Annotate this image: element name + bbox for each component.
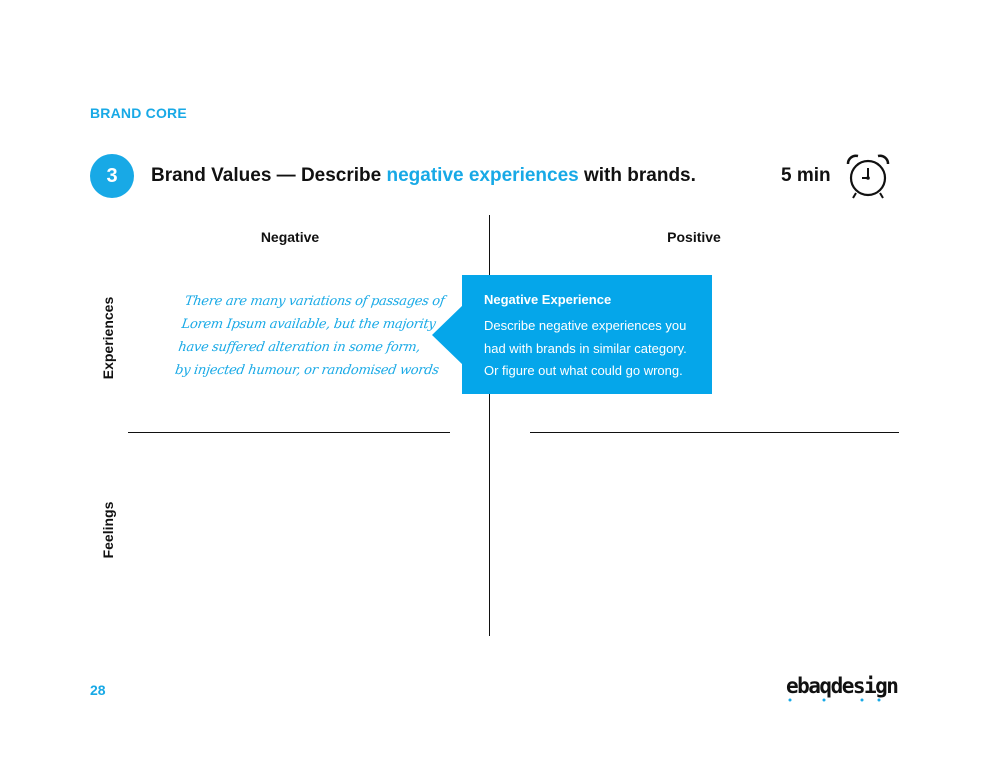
- duration-label: 5 min: [781, 165, 831, 186]
- note-line: have suffered alteration in some form,: [177, 340, 422, 355]
- title-suffix: with brands.: [578, 165, 696, 186]
- ebaqdesign-logo: ebaqdesign: [786, 674, 899, 702]
- column-header-negative: Negative: [260, 229, 320, 245]
- callout-line: had with brands in similar category.: [484, 340, 687, 356]
- alarm-clock-icon: [846, 154, 890, 199]
- page-number: 28: [90, 682, 106, 698]
- note-line: by injected humour, or randomised words: [174, 363, 440, 378]
- column-header-positive: Positive: [667, 229, 721, 245]
- horizontal-divider-left: [128, 432, 450, 433]
- callout-line: Or figure out what could go wrong.: [484, 363, 683, 378]
- callout-line: Describe negative experiences you: [484, 318, 687, 333]
- row-header-experiences: Experiences: [100, 296, 116, 380]
- logo-wordmark: ebaqdesign: [786, 674, 897, 698]
- callout-body: Describe negative experiences you had wi…: [484, 315, 692, 383]
- callout-box: Negative Experience Describe negative ex…: [432, 275, 712, 394]
- handwritten-note: There are many variations of passages of…: [174, 290, 446, 382]
- title-prefix: Brand Values — Describe: [151, 165, 387, 186]
- vertical-divider: [489, 215, 490, 636]
- step-number-badge: 3: [90, 154, 134, 198]
- row-header-feelings: Feelings: [100, 501, 116, 559]
- section-label: BRAND CORE: [90, 105, 187, 121]
- horizontal-divider-right: [530, 432, 899, 433]
- note-line: Lorem Ipsum available, but the majority: [180, 317, 437, 332]
- callout-title: Negative Experience: [484, 292, 612, 307]
- title-highlight: negative experiences: [386, 165, 579, 186]
- page-title: Brand Values — Describe negative experie…: [151, 165, 696, 187]
- note-line: There are many variations of passages of: [183, 294, 446, 309]
